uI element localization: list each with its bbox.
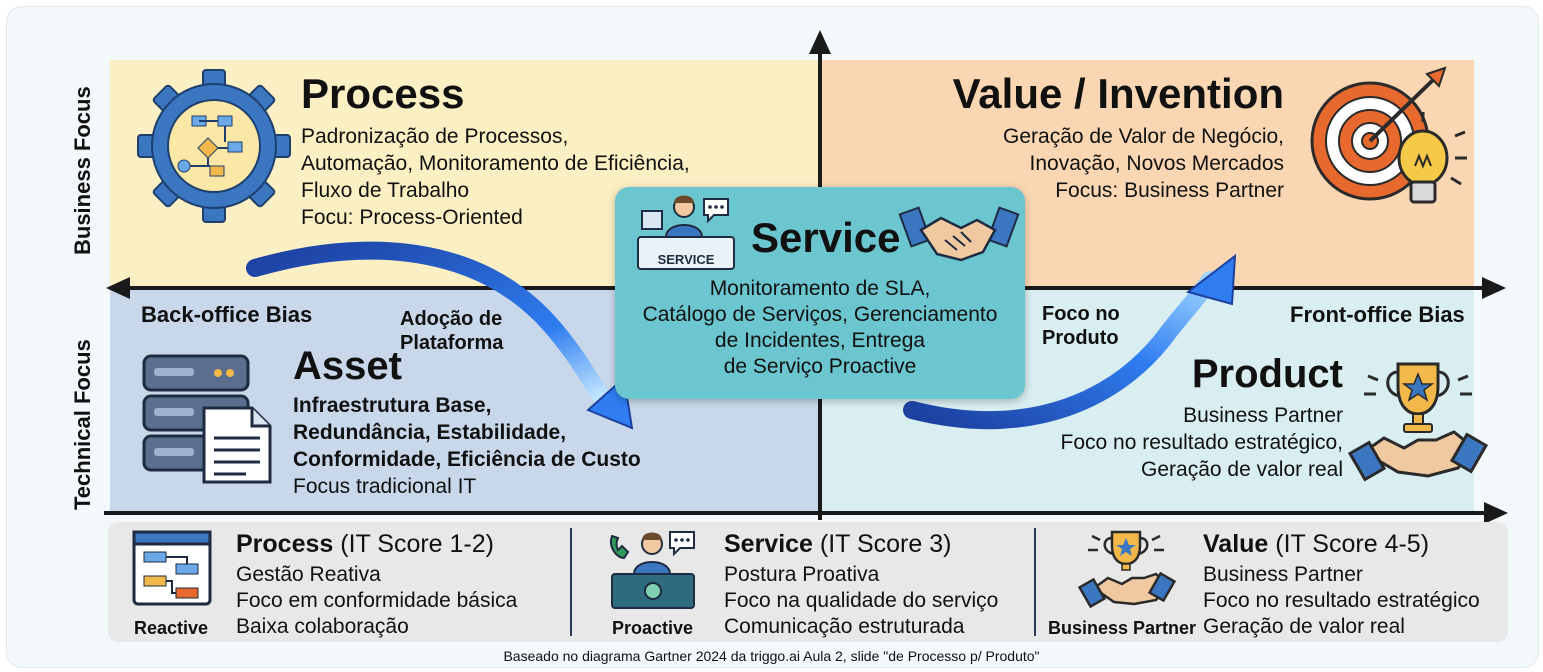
callout-line: Foco no: [1042, 303, 1120, 325]
callout-platform-adoption: Adoção de Plataforma: [400, 307, 503, 355]
callout-line: Produto: [1042, 327, 1119, 349]
process-line: Focu: Process-Oriented: [301, 206, 523, 229]
maturity-title: Service: [724, 530, 813, 558]
maturity-line: Foco no resultado estratégico: [1203, 589, 1480, 612]
value-title: Value / Invention: [952, 70, 1284, 117]
service-line: de Serviço Proactive: [723, 355, 917, 378]
process-line: Automação, Monitoramento de Eficiência,: [301, 152, 690, 175]
service-desk-label: SERVICE: [657, 252, 715, 267]
service-panel: [615, 187, 1025, 399]
footer-source: Baseado no diagrama Gartner 2024 da trig…: [503, 648, 1040, 664]
maturity-line: Foco em conformidade básica: [236, 589, 518, 612]
product-description: Business Partner Foco no resultado estra…: [1061, 402, 1344, 483]
maturity-strip: Reactive Process (IT Score 1-2) Gestão R…: [108, 522, 1508, 642]
maturity-title: Process: [236, 530, 334, 558]
maturity-score: (IT Score 4-5): [1268, 530, 1430, 558]
maturity-line: Geração de valor real: [1203, 615, 1405, 638]
process-line: Fluxo de Trabalho: [301, 179, 470, 202]
maturity-caption: Proactive: [612, 618, 694, 638]
value-description: Geração de Valor de Negócio, Inovação, N…: [1003, 123, 1284, 204]
maturity-line: Postura Proativa: [724, 563, 880, 586]
service-description: Monitoramento de SLA, Catálogo de Serviç…: [615, 276, 1025, 380]
trophy-handshake-icon: [1077, 530, 1177, 609]
server-document-icon: [142, 354, 272, 484]
column-divider: [1034, 528, 1036, 636]
maturity-caption: Business Partner: [1048, 618, 1197, 638]
axis-label-back-office: Back-office Bias: [141, 302, 313, 327]
product-title: Product: [1191, 352, 1343, 396]
maturity-heading: Value (IT Score 4-5): [1203, 530, 1429, 559]
axis-label-front-office: Front-office Bias: [1290, 302, 1465, 327]
service-title: Service: [751, 214, 901, 261]
maturity-title: Value: [1203, 530, 1269, 558]
product-line: Foco no resultado estratégico,: [1060, 431, 1344, 454]
process-title: Process: [301, 70, 465, 117]
product-line: Business Partner: [1183, 404, 1343, 427]
maturity-line: Foco na qualidade do serviço: [724, 589, 999, 612]
value-line: Focus: Business Partner: [1055, 179, 1284, 202]
target-lightbulb-icon: [1310, 66, 1467, 204]
product-line: Geração de valor real: [1141, 458, 1343, 481]
gear-flowchart-icon: [137, 69, 291, 223]
maturity-lines: Postura Proativa Foco na qualidade do se…: [724, 562, 998, 640]
maturity-line: Comunicação estruturada: [724, 615, 965, 638]
column-divider: [570, 528, 572, 636]
service-desk-icon: [637, 195, 735, 270]
service-line: Monitoramento de SLA,: [709, 277, 931, 300]
service-line: Catálogo de Serviços, Gerenciamento: [642, 303, 998, 326]
process-line: Padronização de Processos,: [301, 125, 569, 148]
asset-title: Asset: [293, 344, 402, 388]
value-line: Inovação, Novos Mercados: [1029, 152, 1284, 175]
service-line: de Incidentes, Entrega: [714, 329, 926, 352]
maturity-heading: Process (IT Score 1-2): [236, 530, 494, 559]
maturity-score: (IT Score 1-2): [333, 530, 494, 558]
maturity-line: Gestão Reativa: [236, 563, 381, 586]
flowchart-window-icon: [132, 530, 212, 606]
asset-line: Redundância, Estabilidade,: [293, 421, 567, 444]
maturity-line: Business Partner: [1203, 563, 1363, 586]
asset-line: Conformidade, Eficiência de Custo: [293, 448, 641, 471]
maturity-line: Baixa colaboração: [236, 615, 409, 638]
maturity-lines: Gestão Reativa Foco em conformidade bási…: [236, 562, 517, 640]
process-description: Padronização de Processos, Automação, Mo…: [301, 123, 690, 231]
maturity-lines: Business Partner Foco no resultado estra…: [1203, 562, 1480, 640]
value-line: Geração de Valor de Negócio,: [1003, 125, 1284, 148]
callout-product-focus: Foco no Produto: [1042, 302, 1120, 350]
handshake-icon: [898, 206, 1020, 262]
asset-description: Infraestrutura Base, Redundância, Estabi…: [293, 392, 641, 500]
trophy-handshake-icon: [1347, 362, 1489, 482]
callout-line: Adoção de: [400, 308, 503, 330]
maturity-score: (IT Score 3): [812, 530, 952, 558]
asset-line: Focus tradicional IT: [293, 475, 477, 498]
service-desk-agent-icon: [610, 531, 695, 609]
callout-line: Plataforma: [400, 332, 504, 354]
maturity-heading: Service (IT Score 3): [724, 530, 951, 559]
asset-line: Infraestrutura Base,: [293, 394, 492, 417]
maturity-caption: Reactive: [134, 618, 209, 638]
